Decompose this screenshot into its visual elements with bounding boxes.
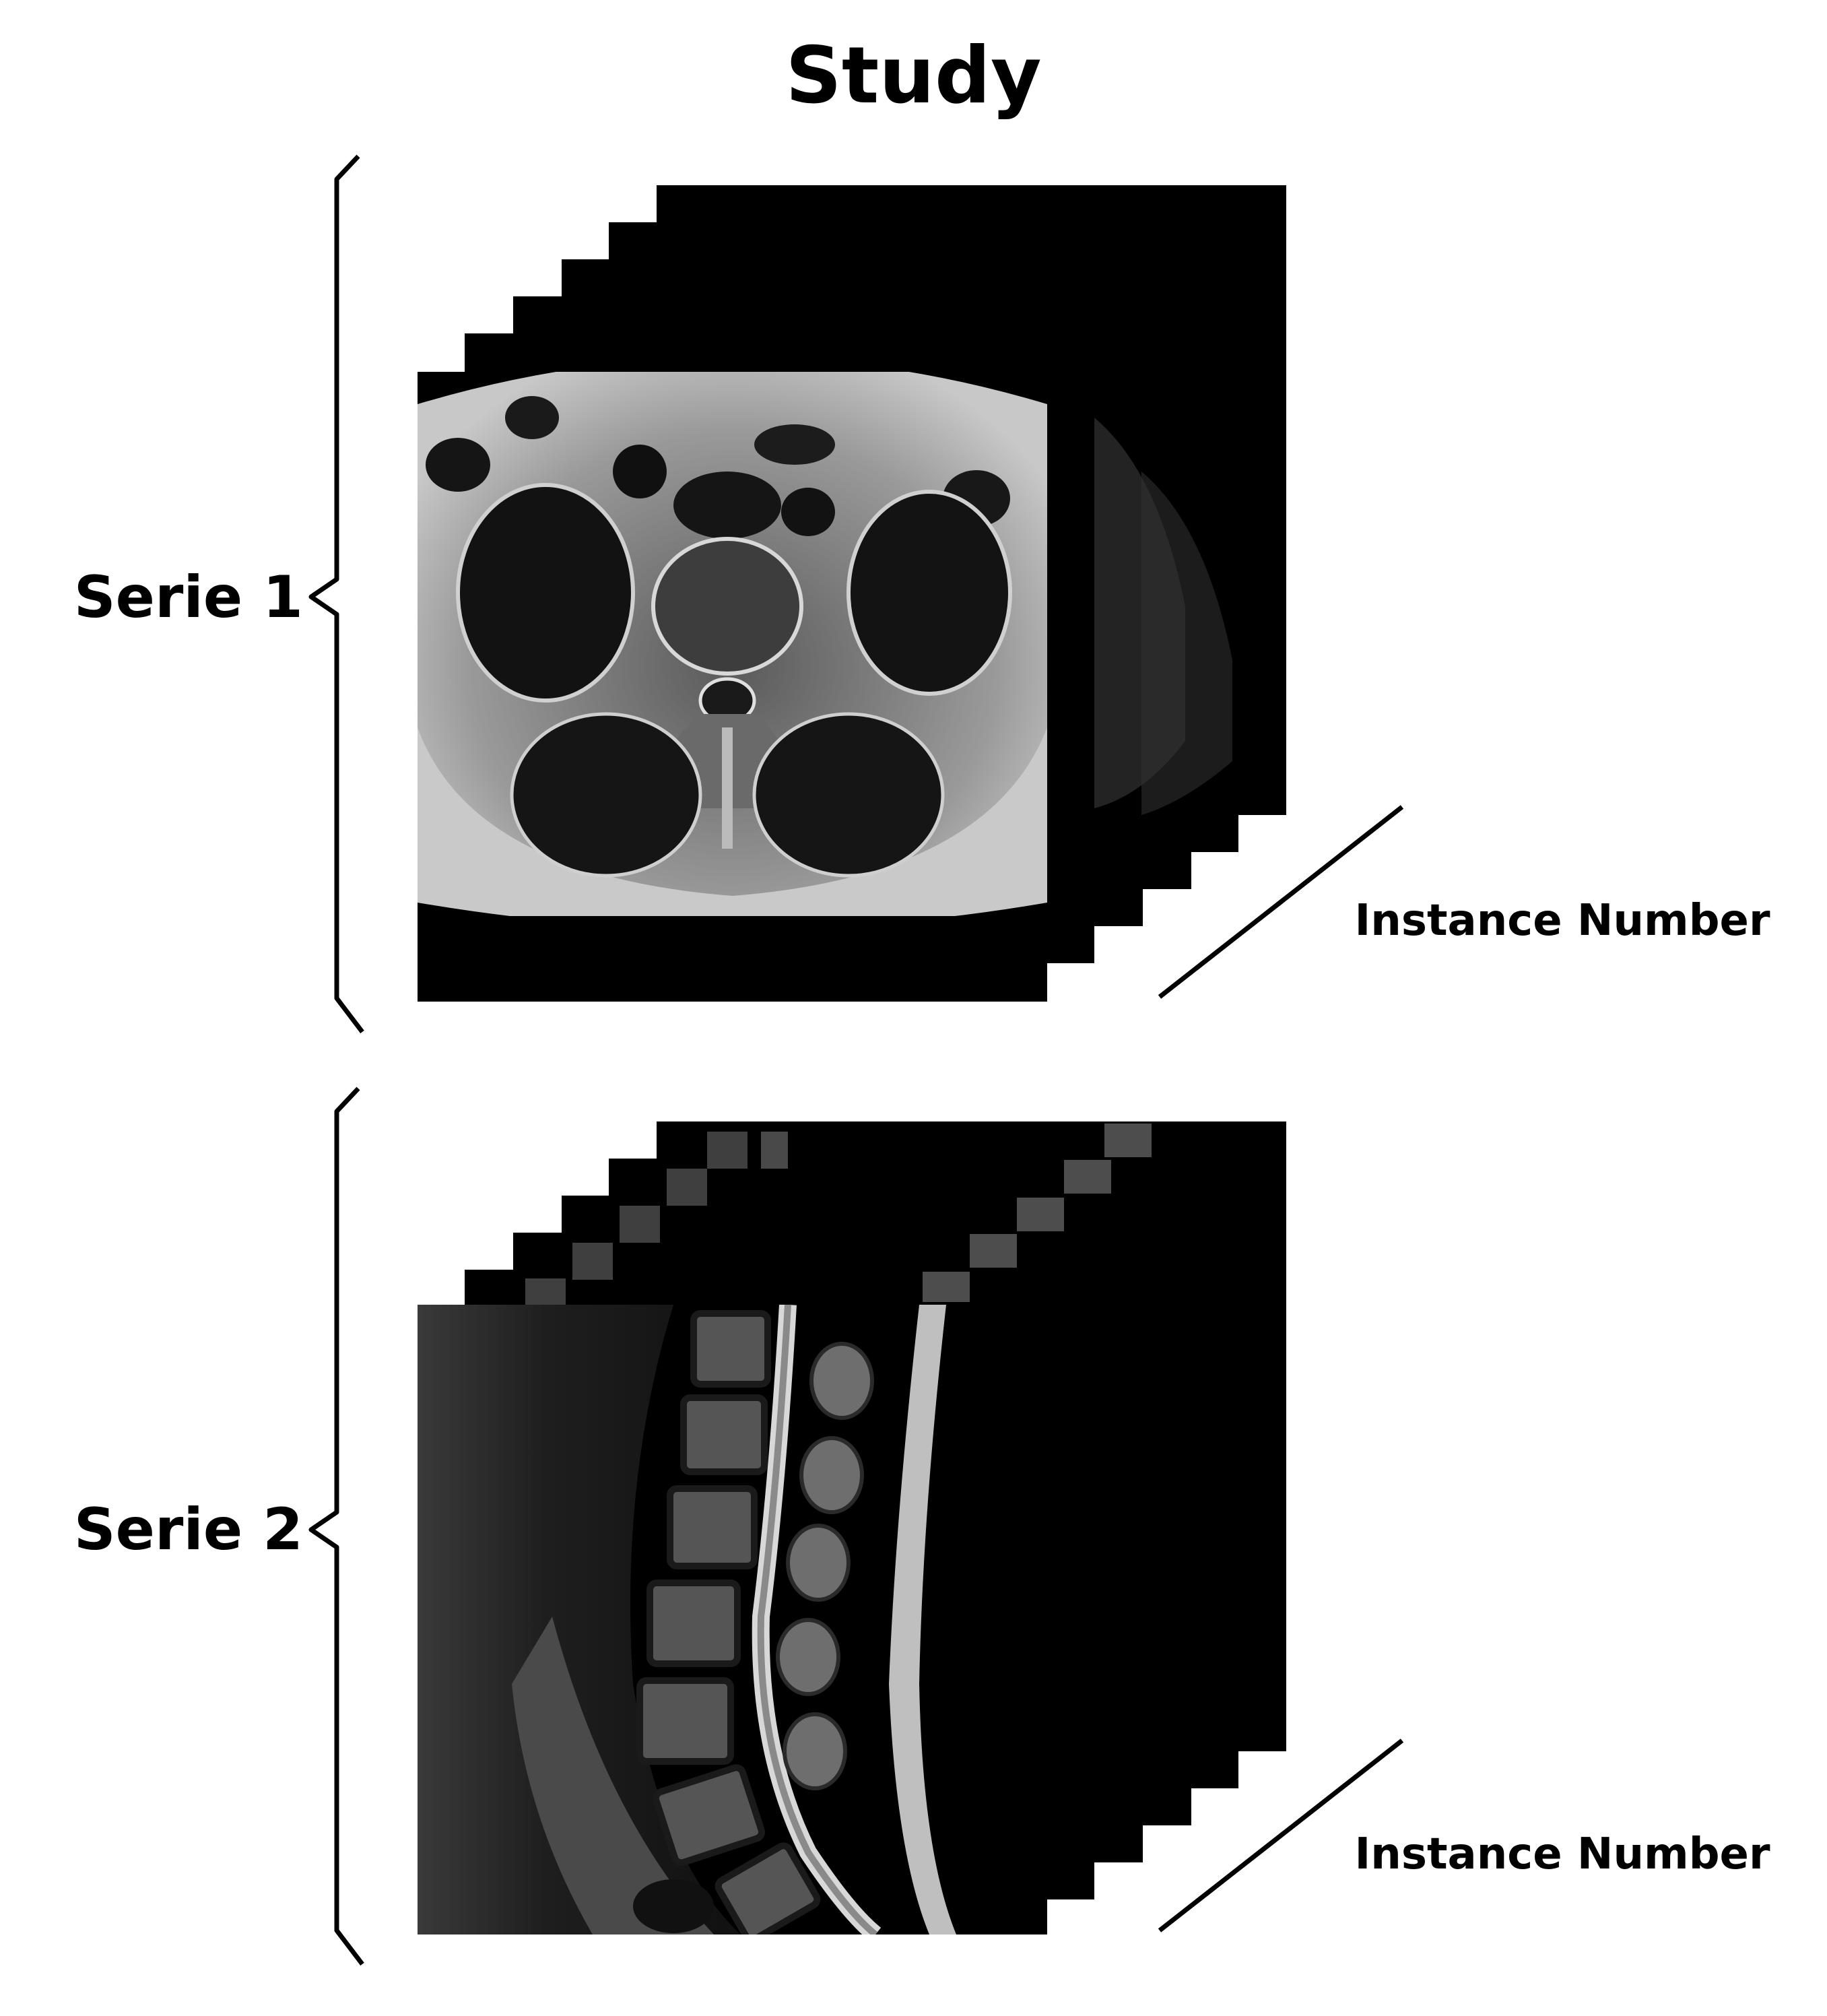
serie-1-brace-icon xyxy=(308,154,364,1034)
serie-2-instance-axis-line xyxy=(1158,1738,1404,1932)
serie-2-brace-icon xyxy=(308,1086,364,1966)
serie-2-group xyxy=(308,1086,1404,1966)
serie-2-label: Serie 2 xyxy=(73,1496,303,1563)
serie-2-axis-label: Instance Number xyxy=(1354,1829,1770,1879)
serie-1-group xyxy=(308,154,1404,1034)
serie-1-label: Serie 1 xyxy=(73,564,303,631)
serie-1-axis-label: Instance Number xyxy=(1354,896,1770,946)
serie-1-instance-axis-line xyxy=(1158,805,1404,999)
serie-1-axial-mri-image xyxy=(418,372,1047,1002)
diagram-title: Study xyxy=(785,30,1042,121)
serie-2-sagittal-mri-image xyxy=(418,1305,1047,1934)
